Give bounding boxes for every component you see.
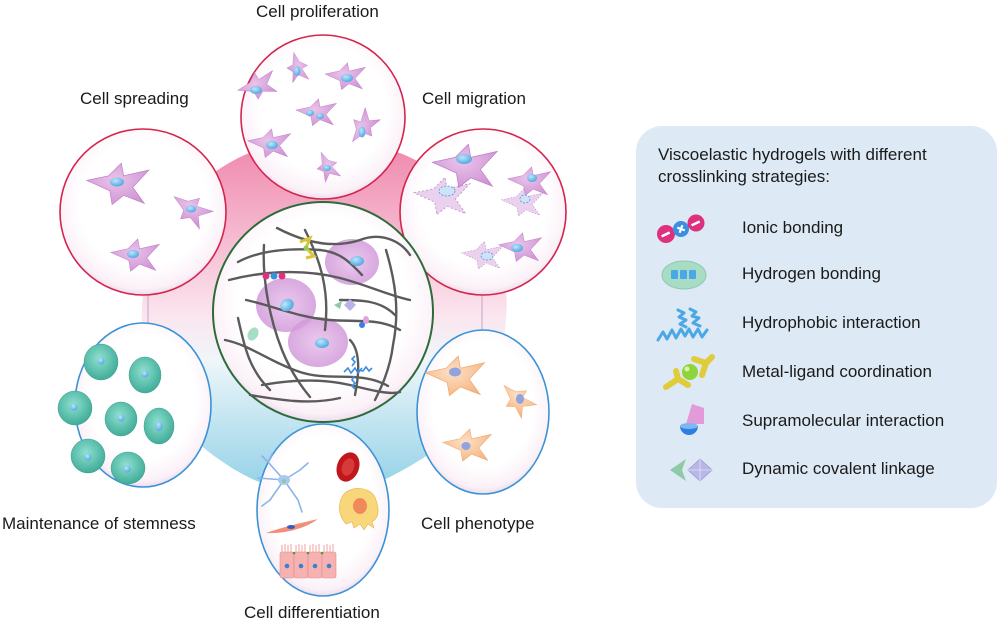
legend-title-line2: crosslinking strategies:	[658, 167, 830, 186]
label-cell-proliferation: Cell proliferation	[256, 2, 379, 21]
legend-item-hydrogen: Hydrogen bonding	[636, 255, 997, 295]
neuron-cell	[257, 453, 309, 513]
legend-item-supramolecular: Supramolecular interaction	[636, 402, 997, 442]
hydrophobic-crosslink	[343, 355, 373, 390]
legend-title-line1: Viscoelastic hydrogels with different	[658, 145, 927, 164]
epithelial-cells	[279, 544, 337, 579]
supramolecular-crosslink	[359, 316, 369, 328]
bubble-cell-proliferation	[233, 34, 406, 200]
legend-item-dynamic-covalent: Dynamic covalent linkage	[636, 450, 997, 490]
legend-label-ionic: Ionic bonding	[742, 218, 844, 237]
dynamic-covalent-icon	[670, 458, 713, 482]
metal-ligand-icon	[663, 354, 715, 390]
supramolecular-icon	[680, 404, 704, 435]
ionic-bonding-icon	[657, 214, 705, 243]
legend-item-ionic: Ionic bonding	[636, 209, 997, 249]
legend-title: Viscoelastic hydrogels with different cr…	[658, 144, 988, 188]
crosslinking-legend: Viscoelastic hydrogels with different cr…	[636, 126, 997, 508]
label-cell-differentiation: Cell differentiation	[244, 603, 380, 622]
legend-label-supramolecular: Supramolecular interaction	[742, 411, 945, 430]
center-hydrogel-network	[212, 201, 434, 423]
polymer-fibers	[223, 226, 412, 403]
hydrogen-bonding-icon	[661, 260, 707, 290]
bubble-cell-migration	[399, 128, 567, 296]
bubble-maintenance-of-stemness	[57, 322, 212, 488]
bubble-cell-spreading	[59, 128, 227, 296]
legend-label-hydrophobic: Hydrophobic interaction	[742, 313, 921, 332]
label-cell-spreading: Cell spreading	[80, 89, 189, 108]
hydrogen-bond-crosslink	[247, 327, 259, 341]
label-cell-phenotype: Cell phenotype	[421, 514, 535, 533]
bubble-cell-phenotype	[416, 329, 550, 495]
legend-label-dynamic-covalent: Dynamic covalent linkage	[742, 459, 935, 478]
legend-label-metal-ligand: Metal-ligand coordination	[742, 362, 932, 381]
legend-item-metal-ligand: Metal-ligand coordination	[636, 353, 997, 393]
hydrophobic-interaction-icon	[656, 307, 709, 342]
ionic-crosslink	[262, 272, 286, 280]
legend-item-hydrophobic: Hydrophobic interaction	[636, 304, 997, 344]
bubble-cell-differentiation	[256, 423, 390, 597]
legend-label-hydrogen: Hydrogen bonding	[742, 264, 881, 283]
label-maintenance-of-stemness: Maintenance of stemness	[2, 514, 196, 533]
dynamic-covalent-crosslink	[334, 301, 342, 309]
label-cell-migration: Cell migration	[422, 89, 526, 108]
